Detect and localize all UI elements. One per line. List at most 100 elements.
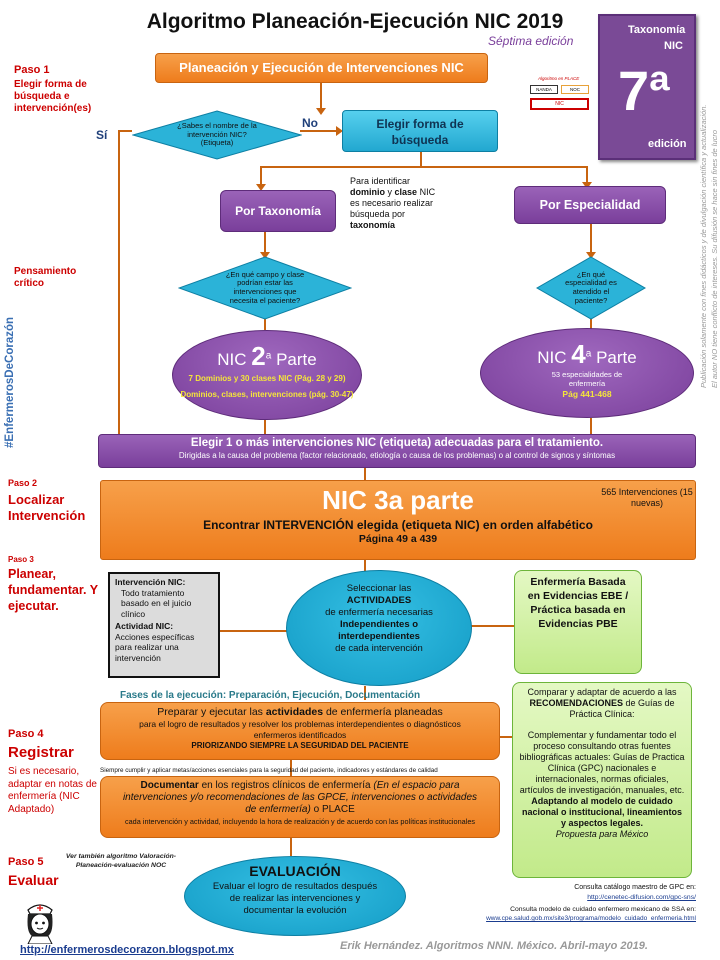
nic-part-4-sup: a	[585, 348, 592, 360]
step-4-title: Registrar	[8, 744, 74, 761]
taxonomy-search-note: Para identificar dominio y clase NIC es …	[350, 176, 438, 231]
nic-part-4-ellipse: NIC 4a Parte 53 especialidades de enferm…	[480, 328, 694, 418]
care-model-note: Consulta modelo de cuidado enfermero mex…	[510, 906, 696, 913]
note-and: y	[385, 187, 393, 197]
execution-phases-label: Fases de la ejecución: Preparación, Ejec…	[120, 690, 421, 701]
step-5-label: Paso 5	[8, 856, 44, 868]
guidelines-intro-text: Comparar y adaptar de acuerdo a las	[527, 687, 677, 697]
evidence-based-nursing-box: Enfermería Basada en Evidencias EBE / Pr…	[514, 570, 642, 674]
mini-diagram-title: Algoritmo en PLACE	[538, 76, 580, 81]
nic-part-3-find-bold: INTERVENCIÓN	[263, 518, 354, 532]
evaluation-text: Evaluar el logro de resultados después d…	[212, 881, 378, 916]
execute-activities-sub: para el logro de resultados y resolver l…	[139, 719, 461, 740]
taxonomy-nic-label: NIC	[664, 40, 683, 52]
critical-thinking-label: Pensamiento crítico	[14, 266, 77, 289]
see-also-note: Ver también algoritmo Valoración-Planeac…	[65, 853, 177, 869]
execute-activities-post: de enfermería planeadas	[323, 706, 443, 718]
nic-part-4-parte: Parte	[596, 348, 637, 367]
note-taxonomy: taxonomía	[350, 220, 396, 230]
taxonomy-label: Taxonomía	[628, 24, 686, 36]
mini-diagram-nic: NIC	[530, 98, 589, 110]
subtitle: Séptima edición	[488, 34, 574, 48]
by-taxonomy-box: Por Taxonomía	[220, 190, 336, 232]
nic-part-2-parte: Parte	[276, 350, 317, 369]
disclaimer-line-1: Publicación solamente con fines didáctic…	[699, 104, 708, 389]
taxonomy-edition-number: 7ª	[618, 59, 670, 122]
choose-search-method-box: Elegir forma de búsqueda	[342, 110, 498, 152]
nic-part-2-ellipse: NIC 2a Parte 7 Dominios y 30 clases NIC …	[172, 330, 362, 420]
safety-goals-note: Siempre cumplir y aplicar metas/acciones…	[100, 767, 438, 774]
mini-diagram-nanda: NANDA	[530, 85, 558, 94]
author-credit: Erik Hernández. Algoritmos NNN. México. …	[340, 940, 648, 952]
evaluation-ellipse: EVALUACIÓN Evaluar el logro de resultado…	[184, 856, 406, 936]
select-activities-bold-2: Independientes o interdependientes	[338, 619, 420, 642]
nic-part-3-find: Encontrar INTERVENCIÓN elegida (etiqueta…	[101, 518, 695, 532]
choose-interventions-subtitle: Dirigidas a la causa del problema (facto…	[178, 451, 616, 460]
decision-specialty: ¿En qué especialidad es atendido el paci…	[536, 256, 646, 320]
guidelines-proposal: Propuesta para México	[555, 829, 649, 839]
select-activities-post: de cada intervención	[335, 643, 423, 654]
guidelines-complement: Complementar y fundamentar todo el proce…	[519, 730, 685, 795]
activity-definition-title: Actividad NIC:	[115, 621, 174, 631]
taxonomy-edition-label: edición	[648, 138, 687, 150]
nic-part-3-find-pre: Encontrar	[203, 518, 264, 532]
select-activities-bold-1: ACTIVIDADES	[346, 595, 412, 606]
step-5-title: Evaluar	[8, 872, 59, 888]
document-records-bold: Documentar	[140, 780, 199, 791]
step-3-label: Paso 3	[8, 555, 34, 564]
nic-part-4-line-1: 53 especialidades de enfermería	[551, 370, 623, 388]
guidelines-intro: Comparar y adaptar de acuerdo a las RECO…	[519, 687, 685, 720]
step-4-description: Si es necesario, adaptar en notas de enf…	[8, 766, 97, 815]
no-label: No	[302, 116, 318, 130]
execute-activities-heading: Preparar y ejecutar las actividades de e…	[101, 706, 499, 718]
note-rest: NIC es necesario realizar búsqueda por	[350, 187, 436, 219]
intervention-definition-text: Todo tratamiento basado en el juicio clí…	[121, 587, 192, 619]
gpc-catalog-note: Consulta catálogo maestro de GPC en:	[574, 884, 696, 891]
execute-activities-bold: actividades	[265, 706, 324, 718]
yes-label: Sí	[96, 128, 108, 142]
decision-domain-class: ¿En qué campo y clase podrían estar las …	[178, 256, 352, 320]
nic-part-3-title: NIC 3a parte	[322, 485, 474, 515]
nic-part-3-find-post: elegida (etiqueta NIC) en orden alfabéti…	[353, 518, 593, 532]
mini-place-diagram: Algoritmo en PLACE NANDA NOC NIC	[528, 76, 592, 116]
step-4-label: Paso 4	[8, 728, 44, 740]
nic-part-2-label: NIC	[217, 350, 247, 369]
nic-part-2-line-1: 7 Dominios y 30 clases NIC (Pág. 28 y 29…	[188, 374, 346, 383]
step-2-label: Paso 2	[8, 478, 38, 488]
decision-know-intervention: ¿Sabes el nombre de la intervención NIC?…	[132, 110, 302, 160]
nic-part-2-heading: NIC 2a Parte	[173, 341, 361, 372]
intervention-definition-title: Intervención NIC:	[115, 577, 186, 587]
select-activities-pre: Seleccionar las	[346, 583, 412, 594]
gpc-catalog-link[interactable]: http://cenetec-difusion.com/gpc-sns/	[587, 894, 696, 901]
decision-domain-class-text: ¿En qué campo y clase podrían estar las …	[225, 269, 305, 305]
note-class: clase	[394, 187, 418, 197]
nic-part-3-count: 565 Intervenciones (15 nuevas)	[601, 487, 693, 508]
definitions-box: Intervención NIC: Todo tratamiento basad…	[108, 572, 220, 678]
taxonomy-box: Taxonomía NIC 7ª edición	[598, 14, 696, 160]
nurse-avatar	[20, 898, 60, 945]
care-model-link[interactable]: www.cpe.salud.gob.mx/site3/programa/mode…	[486, 915, 696, 922]
document-records-italic: (En el espacio para intervenciones y/o r…	[122, 780, 478, 815]
step-3-description: Planear, fundamentar. Y ejecutar.	[8, 567, 98, 613]
guidelines-adapt: Adaptando al modelo de cuidado nacional …	[521, 796, 683, 828]
nic-part-4-label: NIC	[537, 348, 567, 367]
start-box: Planeación y Ejecución de Intervenciones…	[155, 53, 488, 83]
nic-part-3-box: NIC 3a parte 565 Intervenciones (15 nuev…	[100, 480, 696, 560]
document-records-main: Documentar en los registros clínicos de …	[117, 780, 483, 816]
choose-interventions-title: Elegir 1 o más intervenciones NIC (etiqu…	[190, 437, 604, 449]
document-records-pre: en los registros clínicos de enfermería	[198, 780, 374, 791]
nic-part-2-line-2: Dominios, clases, intervenciones (pág. 3…	[180, 390, 354, 399]
step-2-description: Localizar Intervención	[8, 492, 86, 523]
disclaimer-line-2: El autor NO tiene conflicto de intereses…	[710, 129, 719, 388]
select-activities-ellipse: Seleccionar las ACTIVIDADES de enfermerí…	[286, 570, 472, 686]
nic-part-4-heading: NIC 4a Parte	[481, 339, 693, 370]
select-activities-mid: de enfermería necesarias	[325, 607, 433, 618]
choose-interventions-bar: Elegir 1 o más intervenciones NIC (etiqu…	[98, 434, 696, 468]
blog-link[interactable]: http://enfermerosdecorazon.blogspot.mx	[20, 944, 234, 956]
page-title: Algoritmo Planeación-Ejecución NIC 2019	[146, 10, 564, 33]
execute-activities-pre: Preparar y ejecutar las	[157, 706, 266, 718]
execute-activities-priority: PRIORIZANDO SIEMPRE LA SEGURIDAD DEL PAC…	[191, 741, 409, 750]
evaluation-title: EVALUACIÓN	[249, 863, 341, 879]
step-1-description: Elegir forma de búsqueda e intervención(…	[14, 79, 92, 114]
note-domain: dominio	[350, 187, 385, 197]
